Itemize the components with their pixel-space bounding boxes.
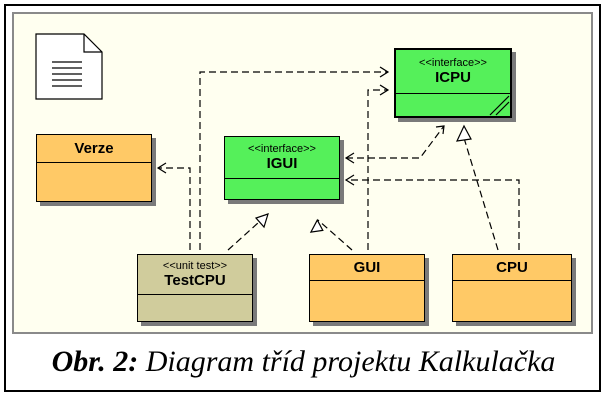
class-gui[interactable]: GUI [309, 254, 425, 322]
class-verze-header: Verze [37, 135, 151, 163]
class-igui-name: IGUI [266, 155, 298, 172]
caption-label: Obr. 2: [51, 345, 139, 378]
resize-handle-icon [489, 95, 510, 116]
figure-caption: Obr. 2: Diagram tříd projektu Kalkulačka [0, 345, 607, 379]
class-testcpu[interactable]: <<unit test>> TestCPU [137, 254, 253, 322]
class-testcpu-header: <<unit test>> TestCPU [138, 255, 252, 295]
class-icpu-name: ICPU [435, 69, 471, 86]
class-igui[interactable]: <<interface>> IGUI [224, 136, 340, 200]
class-igui-stereotype: <<interface>> [248, 143, 316, 155]
class-testcpu-stereotype: <<unit test>> [162, 260, 228, 272]
caption-text: Diagram tříd projektu Kalkulačka [138, 345, 556, 378]
class-icpu[interactable]: <<interface>> ICPU [394, 48, 512, 118]
class-testcpu-name: TestCPU [164, 272, 226, 289]
class-cpu-name: CPU [496, 259, 528, 276]
class-gui-header: GUI [310, 255, 424, 281]
class-icpu-stereotype: <<interface>> [419, 57, 487, 69]
class-gui-name: GUI [353, 259, 381, 276]
class-igui-header: <<interface>> IGUI [225, 137, 339, 179]
class-cpu[interactable]: CPU [452, 254, 572, 322]
class-verze[interactable]: Verze [36, 134, 152, 202]
class-verze-name: Verze [74, 140, 114, 157]
class-icpu-header: <<interface>> ICPU [396, 50, 510, 94]
class-cpu-header: CPU [453, 255, 571, 281]
